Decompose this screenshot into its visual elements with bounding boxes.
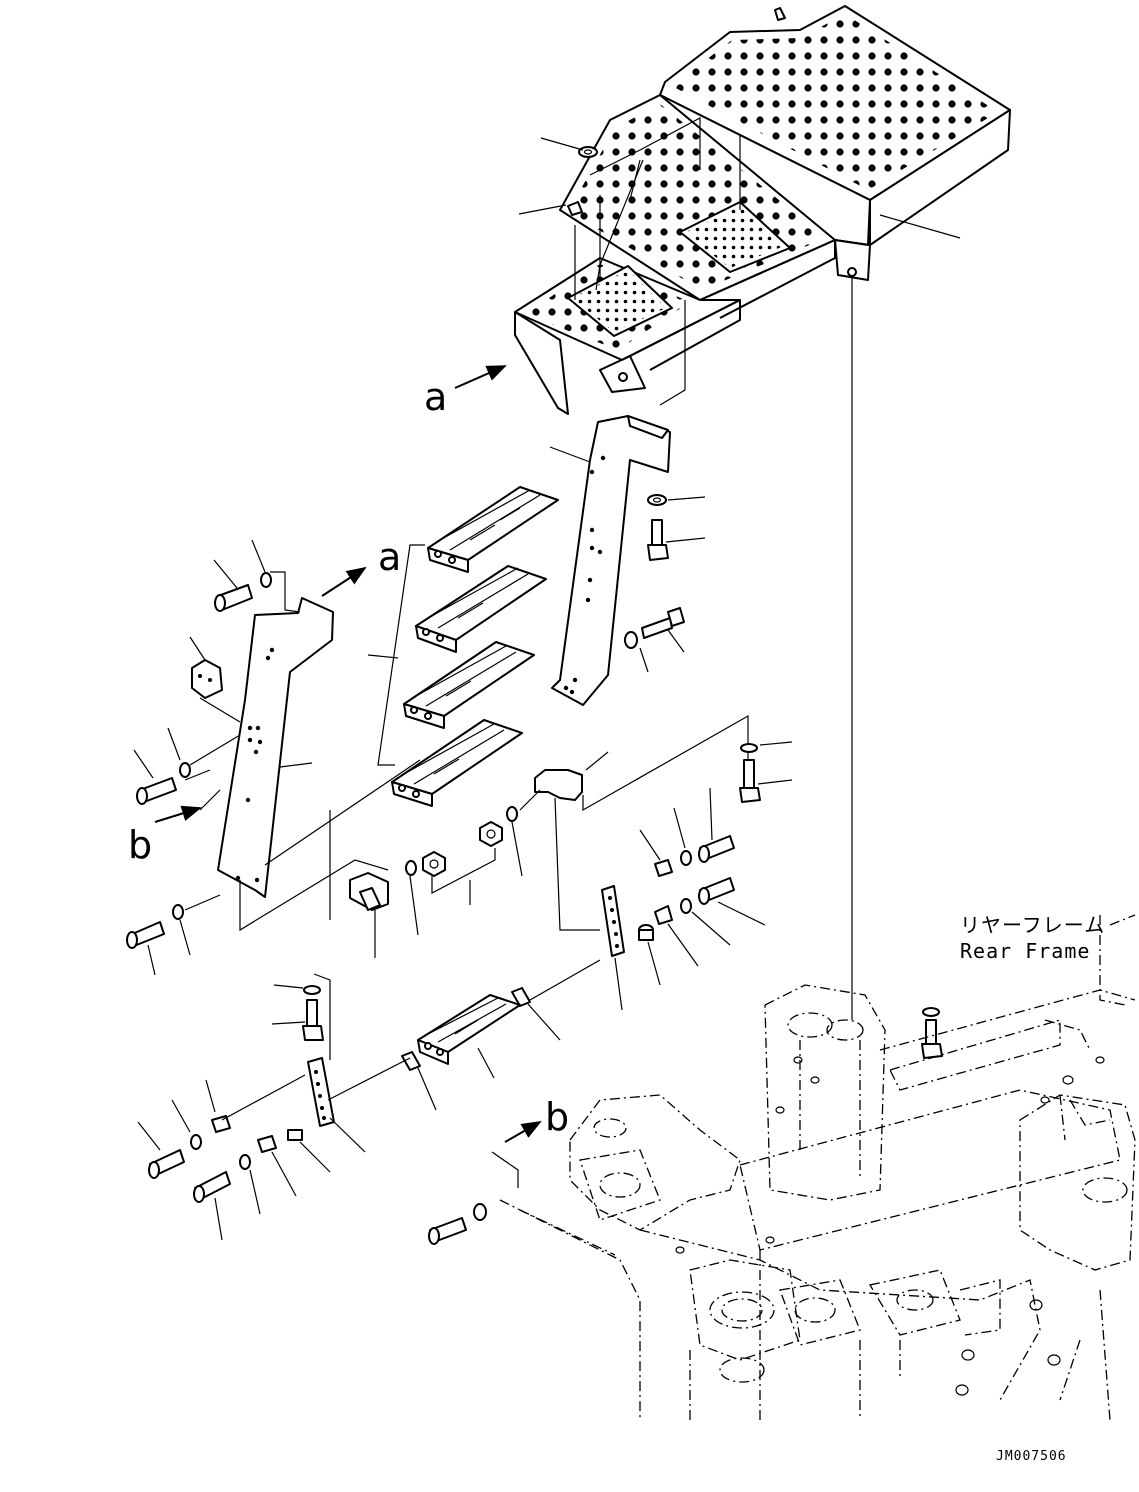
- bolt-washer-group-right-low: [639, 741, 793, 967]
- right-stringer: [549, 415, 671, 706]
- bolt-washer-group-bottom-left: [137, 1074, 331, 1241]
- tread-4: [391, 719, 523, 807]
- upper-step-platform: [514, 5, 1011, 415]
- arrow-b-upper-label: b: [128, 823, 152, 867]
- arrow-a-lower-label: a: [378, 535, 401, 579]
- rear-frame-label-jp: リヤーフレーム: [960, 913, 1105, 937]
- tread-2: [415, 565, 547, 653]
- tread-3: [403, 641, 535, 729]
- leader-lines-top: [518, 117, 961, 1020]
- left-stringer: [217, 597, 334, 898]
- bolt-washer-group-right-top: [647, 494, 706, 561]
- arrow-b-lower-label: b: [545, 1095, 569, 1139]
- drawing-code: JM007506: [996, 1449, 1067, 1464]
- bolt-washer-group-left-mid: [133, 727, 241, 805]
- splice-plate-left: [271, 973, 411, 1153]
- splice-plate-right: [511, 885, 661, 1041]
- rear-frame: リヤーフレーム Rear Frame: [499, 913, 1136, 1421]
- frame-bolt: [428, 1007, 943, 1245]
- arrow-a-upper: a: [424, 365, 507, 419]
- bolt-washer-group-left-low: [126, 759, 421, 976]
- arrow-b-lower: b: [491, 1095, 569, 1188]
- bolt-washer-group-left-top: [189, 539, 301, 723]
- rear-frame-label-en: Rear Frame: [960, 939, 1090, 963]
- lower-tread: [401, 994, 521, 1111]
- tread-1: [427, 486, 559, 573]
- arrow-a-upper-label: a: [424, 375, 447, 419]
- center-brackets: [329, 714, 749, 958]
- arrow-b-upper: b: [128, 789, 221, 867]
- arrow-a-lower: a: [321, 535, 401, 597]
- step-tread-stack: [367, 486, 559, 807]
- bolt-washer-group-right-mid: [624, 607, 685, 673]
